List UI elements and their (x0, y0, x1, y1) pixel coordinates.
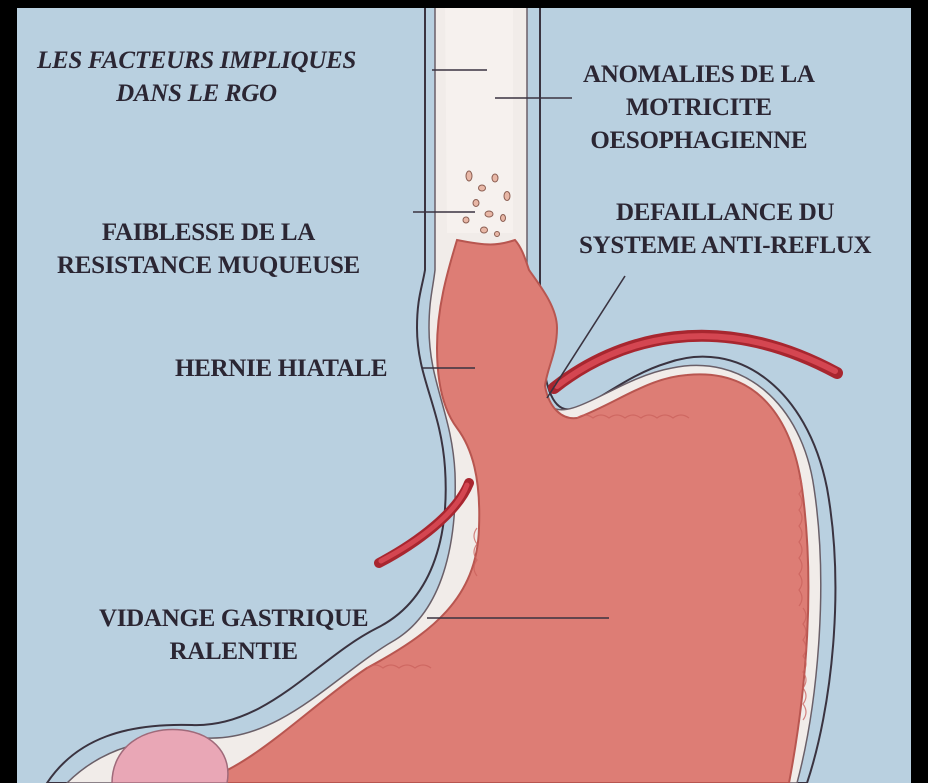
label-vidange-gastrique: VIDANGE GASTRIQUE RALENTIE (99, 602, 368, 668)
label-anomalies-motricite: ANOMALIES DE LA MOTRICITE OESOPHAGIENNE (583, 58, 815, 157)
label-hernie-line1: HERNIE HIATALE (175, 352, 387, 385)
label-defaillance-line1: DEFAILLANCE DU (579, 196, 871, 229)
label-faiblesse-resistance: FAIBLESSE DE LA RESISTANCE MUQUEUSE (57, 216, 360, 282)
label-vidange-line2: RALENTIE (99, 635, 368, 668)
label-facteurs-line1: LES FACTEURS IMPLIQUES (37, 44, 356, 77)
diagram-panel: LES FACTEURS IMPLIQUES DANS LE RGO ANOMA… (17, 8, 911, 783)
label-faiblesse-line1: FAIBLESSE DE LA (57, 216, 360, 249)
label-anomalies-line1: ANOMALIES DE LA (583, 58, 815, 91)
label-defaillance-anti-reflux: DEFAILLANCE DU SYSTEME ANTI-REFLUX (579, 196, 871, 262)
label-anomalies-line3: OESOPHAGIENNE (583, 124, 815, 157)
esophagus-lumen (445, 8, 513, 233)
label-facteurs-line2: DANS LE RGO (37, 77, 356, 110)
label-hernie-hiatale: HERNIE HIATALE (175, 352, 387, 385)
label-faiblesse-line2: RESISTANCE MUQUEUSE (57, 249, 360, 282)
label-vidange-line1: VIDANGE GASTRIQUE (99, 602, 368, 635)
label-facteurs-impliques: LES FACTEURS IMPLIQUES DANS LE RGO (37, 44, 356, 110)
label-defaillance-line2: SYSTEME ANTI-REFLUX (579, 229, 871, 262)
label-anomalies-line2: MOTRICITE (583, 91, 815, 124)
